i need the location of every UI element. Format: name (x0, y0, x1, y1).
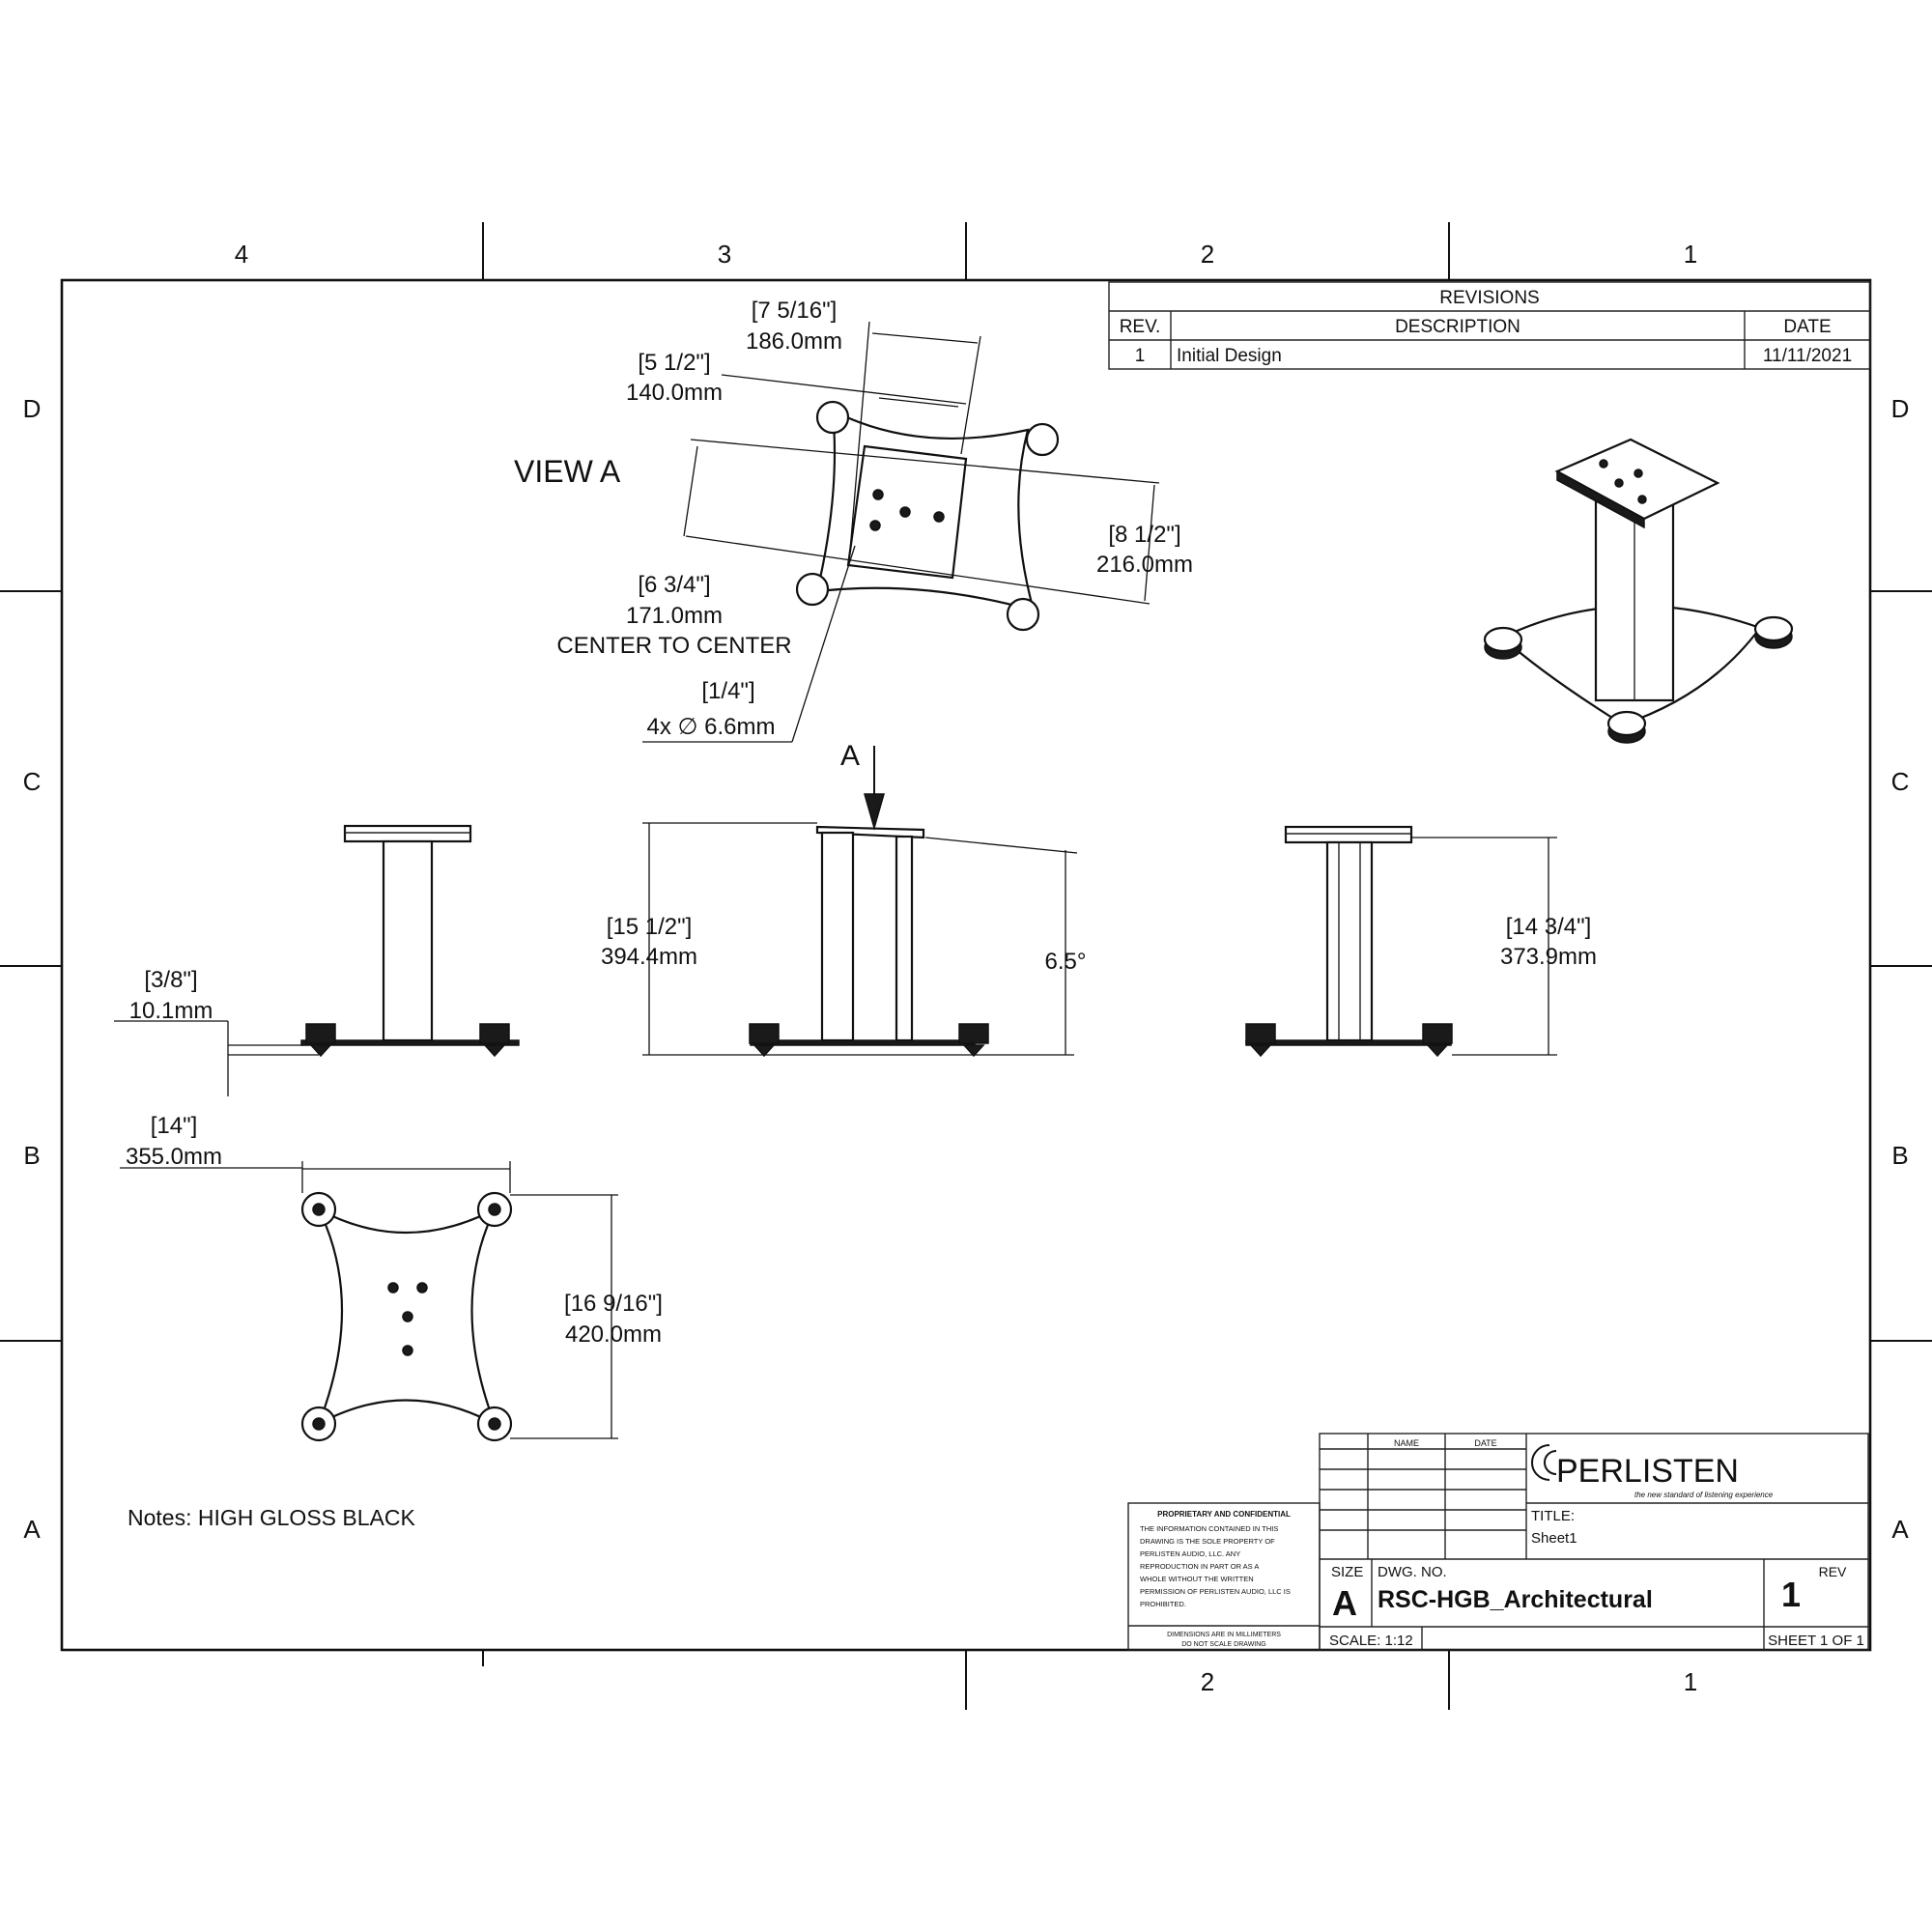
revisions-row-date: 11/11/2021 (1763, 346, 1852, 366)
zone-col-top-3: 3 (718, 240, 731, 269)
title-label: TITLE: (1531, 1508, 1575, 1524)
front-view (300, 824, 520, 1058)
dwg-value: RSC-HGB_Architectural (1378, 1586, 1653, 1613)
title-block-date-header: DATE (1474, 1438, 1496, 1448)
spike-height-mm: 10.1mm (129, 998, 213, 1024)
dim-7-5-16-in: [7 5/16"] (752, 298, 838, 324)
proprietary-line-7: PROHIBITED. (1140, 1600, 1186, 1608)
zone-row-left-c: C (23, 767, 42, 796)
isometric-view (1483, 438, 1794, 744)
bottom-depth-mm: 420.0mm (565, 1321, 662, 1348)
sheet-frame (0, 222, 1932, 1710)
title-block-name-header: NAME (1394, 1438, 1419, 1448)
dim-8-1-2-in: [8 1/2"] (1108, 522, 1180, 548)
side-view (749, 825, 989, 1058)
revisions-header-description: DESCRIPTION (1395, 317, 1520, 337)
logo-text: PERLISTEN (1556, 1453, 1739, 1490)
hole-size-in: [1/4"] (701, 678, 754, 704)
zone-row-right-c: C (1891, 767, 1910, 796)
zone-row-left-a: A (23, 1515, 41, 1544)
zone-row-right-a: A (1891, 1515, 1909, 1544)
revisions-table: REVISIONS REV. DESCRIPTION DATE 1 Initia… (1108, 281, 1871, 370)
front-view-dimensions: [3/8"] 10.1mm (114, 967, 319, 1096)
rev-value: 1 (1781, 1575, 1801, 1614)
view-a-dimensions: [7 5/16"] 186.0mm [5 1/2"] 140.0mm [8 1/… (556, 298, 1193, 743)
notes: Notes: HIGH GLOSS BLACK (128, 1505, 415, 1530)
dimension-note-1: DIMENSIONS ARE IN MILLIMETERS (1167, 1632, 1281, 1638)
proprietary-line-6: PERMISSION OF PERLISTEN AUDIO, LLC IS (1140, 1587, 1291, 1596)
title-block: NAME DATE PERLISTEN the new standard of … (1127, 1433, 1869, 1651)
zone-labels: 4 3 2 1 2 1 D C B A D C B A (23, 240, 1910, 1696)
right-height-in: [14 3/4"] (1506, 914, 1592, 940)
bottom-width-in: [14"] (151, 1113, 198, 1139)
zone-col-top-2: 2 (1201, 240, 1214, 269)
revisions-title: REVISIONS (1439, 288, 1539, 308)
proprietary-line-3: PERLISTEN AUDIO, LLC. ANY (1140, 1549, 1240, 1558)
proprietary-title: PROPRIETARY AND CONFIDENTIAL (1157, 1510, 1291, 1519)
zone-row-right-b: B (1891, 1141, 1908, 1170)
side-view-dimensions: A [15 1/2"] 394.4mm 6.5° (601, 740, 1087, 1056)
bottom-depth-in: [16 9/16"] (564, 1291, 663, 1317)
zone-row-right-d: D (1891, 394, 1910, 423)
logo-tagline: the new standard of listening experience (1634, 1491, 1774, 1499)
zone-col-top-4: 4 (235, 240, 248, 269)
hole-size-mm: 4x ∅ 6.6mm (647, 714, 776, 740)
view-a-label: VIEW A (514, 454, 621, 489)
dim-7-5-16-mm: 186.0mm (746, 328, 842, 355)
view-a-base-plate (795, 400, 1060, 632)
dim-5-1-2-in: [5 1/2"] (638, 350, 710, 376)
scale-text: SCALE: 1:12 (1329, 1633, 1413, 1649)
side-height-in: [15 1/2"] (607, 914, 693, 940)
view-a-arrow-label: A (840, 740, 860, 772)
rev-label: REV (1819, 1564, 1847, 1579)
sheet-text: SHEET 1 OF 1 (1768, 1633, 1864, 1649)
zone-row-left-d: D (23, 394, 42, 423)
bottom-width-mm: 355.0mm (126, 1144, 222, 1170)
proprietary-line-1: THE INFORMATION CONTAINED IN THIS (1140, 1524, 1278, 1533)
dim-8-1-2-mm: 216.0mm (1096, 552, 1193, 578)
size-label: SIZE (1331, 1564, 1363, 1580)
dim-6-3-4-mm: 171.0mm (626, 603, 723, 629)
proprietary-line-4: REPRODUCTION IN PART OR AS A (1140, 1562, 1259, 1571)
side-height-mm: 394.4mm (601, 944, 697, 970)
spike-height-in: [3/8"] (144, 967, 197, 993)
dim-6-3-4-in: [6 3/4"] (638, 572, 710, 598)
right-view-dimensions: [14 3/4"] 373.9mm (1411, 837, 1597, 1056)
revisions-header-date: DATE (1783, 317, 1831, 337)
perlisten-logo: PERLISTEN the new standard of listening … (1531, 1444, 1774, 1499)
tilt-angle: 6.5° (1045, 949, 1087, 975)
zone-row-left-b: B (23, 1141, 40, 1170)
zone-col-bottom-2: 2 (1201, 1667, 1214, 1696)
center-to-center-note: CENTER TO CENTER (556, 633, 791, 659)
proprietary-line-2: DRAWING IS THE SOLE PROPERTY OF (1140, 1537, 1275, 1546)
revisions-row-rev: 1 (1135, 346, 1146, 366)
right-height-mm: 373.9mm (1500, 944, 1597, 970)
size-value: A (1332, 1583, 1357, 1623)
revisions-header-rev: REV. (1120, 317, 1161, 337)
bottom-view-dimensions: [14"] 355.0mm [16 9/16"] 420.0mm (120, 1113, 663, 1439)
title-value: Sheet1 (1531, 1530, 1577, 1547)
dwg-label: DWG. NO. (1378, 1564, 1447, 1580)
zone-col-top-1: 1 (1684, 240, 1697, 269)
right-view (1245, 825, 1453, 1058)
revisions-row-description: Initial Design (1177, 346, 1282, 366)
proprietary-text: THE INFORMATION CONTAINED IN THIS DRAWIN… (1140, 1524, 1291, 1608)
proprietary-line-5: WHOLE WITHOUT THE WRITTEN (1140, 1575, 1254, 1583)
dim-5-1-2-mm: 140.0mm (626, 380, 723, 406)
zone-col-bottom-1: 1 (1684, 1667, 1697, 1696)
bottom-view (300, 1191, 513, 1442)
dimension-note-2: DO NOT SCALE DRAWING (1181, 1641, 1266, 1648)
